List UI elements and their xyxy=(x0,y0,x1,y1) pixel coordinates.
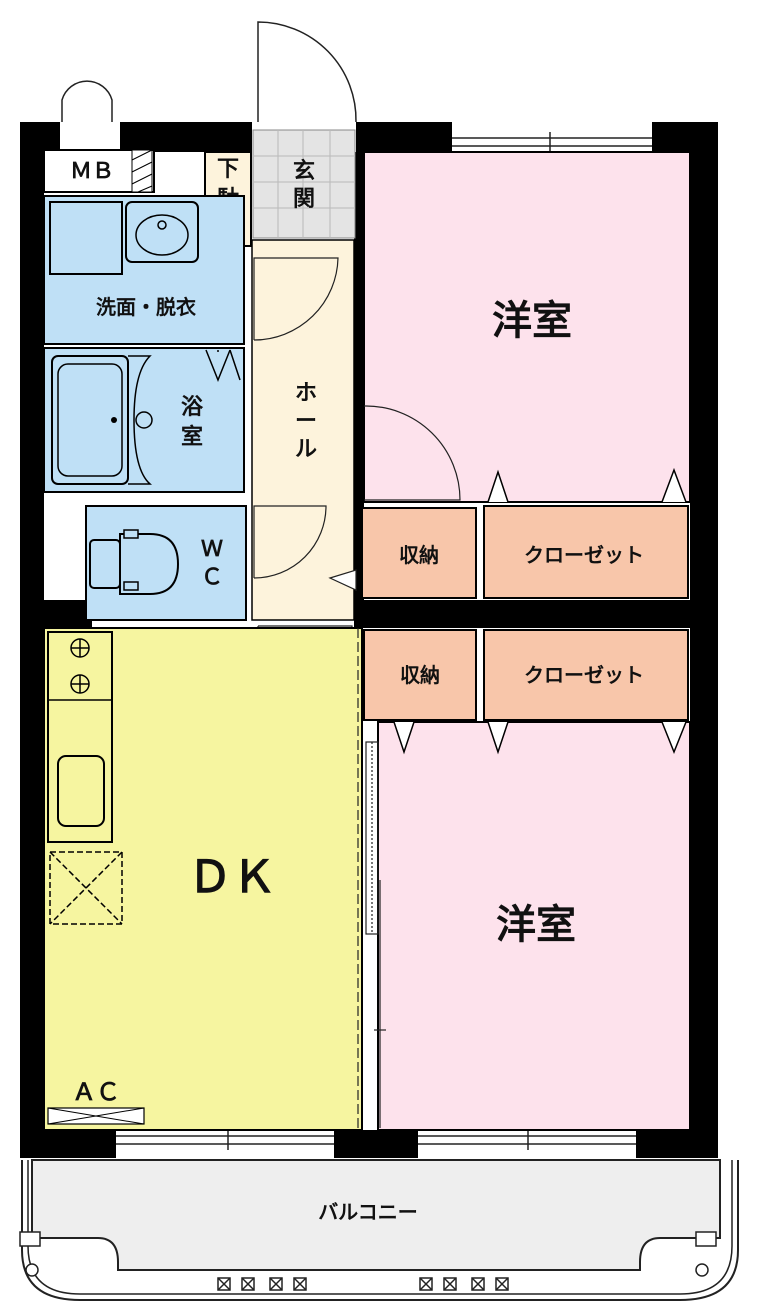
hall-char-3: ル xyxy=(295,437,317,462)
mb-label: ＭＢ xyxy=(70,158,114,183)
dining-kitchen: ＤＫ ＡＣ xyxy=(43,627,363,1131)
washroom: 洗面・脱衣 xyxy=(43,195,245,345)
genkan: 玄 関 xyxy=(252,21,357,239)
western-room-top-label: 洋室 xyxy=(492,298,572,344)
mb-door-icon xyxy=(61,80,113,122)
stove-burner-icon xyxy=(70,638,90,694)
genkan-char-1: 玄 xyxy=(293,158,315,184)
wc-char-1: Ｗ xyxy=(201,536,223,561)
meter-box: ＭＢ xyxy=(43,80,155,193)
air-conditioner-icon xyxy=(47,1107,145,1125)
windows xyxy=(116,132,652,1150)
bath-door-icon xyxy=(205,349,241,383)
balcony: バルコニー xyxy=(19,1159,739,1301)
toilet-bowl-icon xyxy=(119,533,180,595)
drain-icon xyxy=(25,1263,39,1277)
storage-bottom: 収納 xyxy=(363,629,477,721)
balcony-label: バルコニー xyxy=(318,1200,418,1224)
ac-label: ＡＣ xyxy=(72,1079,120,1106)
closet-top-label: クローゼット xyxy=(524,543,644,567)
wc-char-2: Ｃ xyxy=(201,564,223,589)
refrigerator-icon xyxy=(49,851,123,925)
western-room-bottom-label: 洋室 xyxy=(496,902,576,948)
dk-label: ＤＫ xyxy=(188,853,276,902)
western-room-bottom: 洋室 xyxy=(365,721,691,1131)
bath-char-2: 室 xyxy=(181,424,203,450)
drain-icon xyxy=(695,1263,709,1277)
getabako-char-1: 下 xyxy=(217,157,239,182)
wc-door-icon xyxy=(253,505,327,579)
sliding-partition xyxy=(365,741,386,1128)
genkan-char-2: 関 xyxy=(293,187,315,212)
hall: ホ ー ル xyxy=(251,239,357,721)
hall-char-1: ホ xyxy=(295,381,317,406)
bath-char-1: 浴 xyxy=(181,395,204,420)
drain-icon xyxy=(135,411,153,429)
storage-bottom-label: 収納 xyxy=(400,663,440,687)
western-room-top: 洋室 xyxy=(363,151,691,503)
wc: Ｗ Ｃ xyxy=(85,505,247,621)
washroom-label: 洗面・脱衣 xyxy=(96,295,196,319)
closet-top: クローゼット xyxy=(483,505,689,599)
storage-top: 収納 xyxy=(361,507,477,599)
bathtub-icon xyxy=(51,355,129,485)
closet-bottom-label: クローゼット xyxy=(524,663,644,687)
toilet-tank-icon xyxy=(89,539,121,589)
entrance-door-icon xyxy=(257,21,357,123)
washing-machine-icon xyxy=(49,201,123,275)
vent-markers xyxy=(217,1277,509,1291)
kitchen-sink-icon xyxy=(57,755,105,827)
storage-top-label: 収納 xyxy=(399,543,439,567)
bathroom: 浴 室 xyxy=(43,347,245,493)
room-door-icon xyxy=(363,405,461,501)
hall-char-2: ー xyxy=(295,409,317,434)
washroom-door-icon xyxy=(253,257,339,341)
closet-bottom: クローゼット xyxy=(483,629,689,721)
